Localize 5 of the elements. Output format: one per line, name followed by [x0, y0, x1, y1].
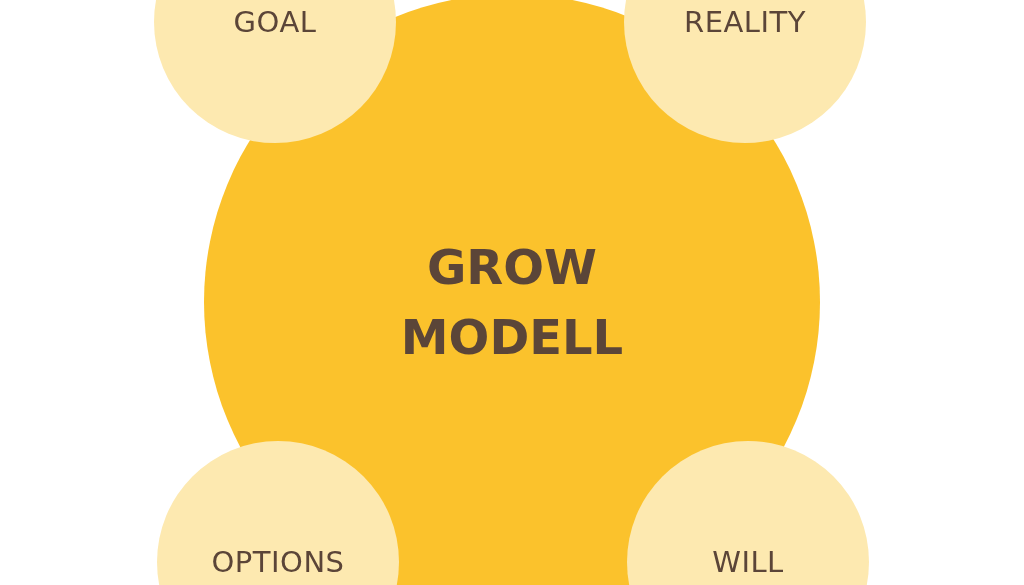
stage-label: REALITY [684, 5, 806, 39]
stage-label: WILL [712, 545, 784, 579]
center-title: GROW MODELL [399, 238, 625, 367]
stage-label: GOAL [233, 5, 317, 39]
stage-label: OPTIONS [211, 545, 345, 579]
